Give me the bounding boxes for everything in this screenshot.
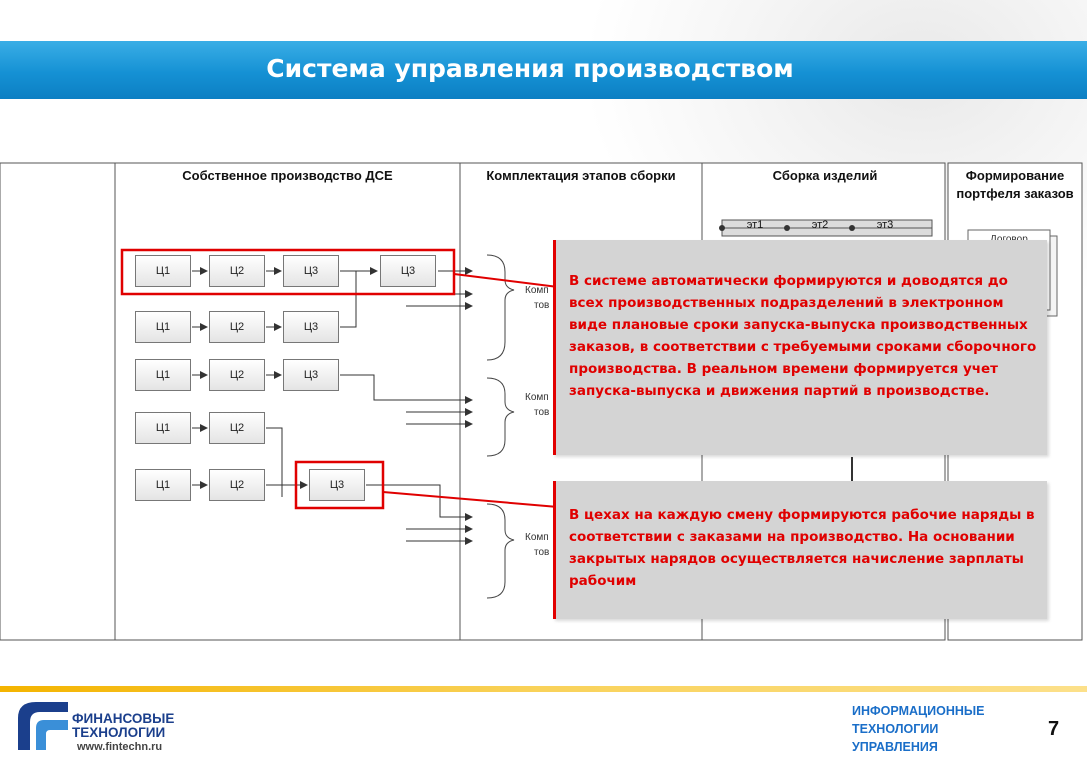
page-number: 7 (1048, 718, 1060, 740)
workshop-box[interactable]: Ц3 (309, 469, 365, 501)
kitting-label: тов (534, 547, 550, 558)
column-title-assembly: Сборка изделий (772, 168, 878, 183)
callout-planning: В системе автоматически формируются и до… (553, 240, 1047, 455)
tagline-line1: ИНФОРМАЦИОННЫЕ (852, 704, 985, 718)
workshop-box[interactable]: Ц3 (380, 255, 436, 287)
workshop-box[interactable]: Ц1 (135, 412, 191, 444)
tagline-line3: УПРАВЛЕНИЯ (852, 740, 938, 754)
kitting-label: тов (534, 407, 550, 418)
callout-work-orders: В цехах на каждую смену формируются рабо… (553, 481, 1047, 619)
assembly-stage-label: эт1 (746, 219, 764, 231)
workshop-box[interactable]: Ц1 (135, 359, 191, 391)
kitting-label: тов (534, 300, 550, 311)
workshop-box[interactable]: Ц2 (209, 469, 265, 501)
workshop-box[interactable]: Ц3 (283, 359, 339, 391)
workshop-box[interactable]: Ц2 (209, 412, 265, 444)
workshop-box[interactable]: Ц1 (135, 311, 191, 343)
logo-name-line2: ТЕХНОЛОГИИ (72, 725, 166, 740)
workshop-box[interactable]: Ц2 (209, 311, 265, 343)
footer-divider (0, 686, 1087, 692)
tagline-line2: ТЕХНОЛОГИИ (852, 722, 939, 736)
logo-name-line1: ФИНАНСОВЫЕ (72, 711, 175, 726)
workshop-box[interactable]: Ц1 (135, 469, 191, 501)
kitting-label: Комп (525, 392, 549, 403)
kitting-label: Комп (525, 532, 549, 543)
order-portfolio-line2: портфеля заказов (956, 186, 1074, 201)
order-portfolio-line1: Формирование (965, 168, 1065, 183)
contract-document-label: Договор (990, 234, 1028, 245)
title-bar (0, 41, 1087, 99)
assembly-stage-label: эт2 (811, 219, 829, 231)
company-logo-icon (18, 702, 68, 750)
website-link[interactable]: www.fintechn.ru (77, 741, 163, 753)
workshop-box[interactable]: Ц1 (135, 255, 191, 287)
callout-planning-text: В системе автоматически формируются и до… (569, 273, 1037, 399)
column-title-own-production: Собственное производство ДСЕ (182, 168, 393, 183)
workshop-box[interactable]: Ц2 (209, 359, 265, 391)
slide-title: Система управления производством (266, 54, 794, 83)
kitting-label: Комп (525, 285, 549, 296)
workshop-box[interactable]: Ц3 (283, 255, 339, 287)
assembly-stage-label: эт3 (876, 219, 894, 231)
column-title-kitting: Комплектация этапов сборки (486, 168, 676, 183)
callout-work-orders-text: В цехах на каждую смену формируются рабо… (569, 507, 1035, 589)
tagline: ИНФОРМАЦИОННЫЕ ТЕХНОЛОГИИ УПРАВЛЕНИЯ (852, 702, 1032, 756)
workshop-box[interactable]: Ц2 (209, 255, 265, 287)
workshop-box[interactable]: Ц3 (283, 311, 339, 343)
column-title-order-portfolio: Формирование портфеля заказов (948, 167, 1082, 203)
